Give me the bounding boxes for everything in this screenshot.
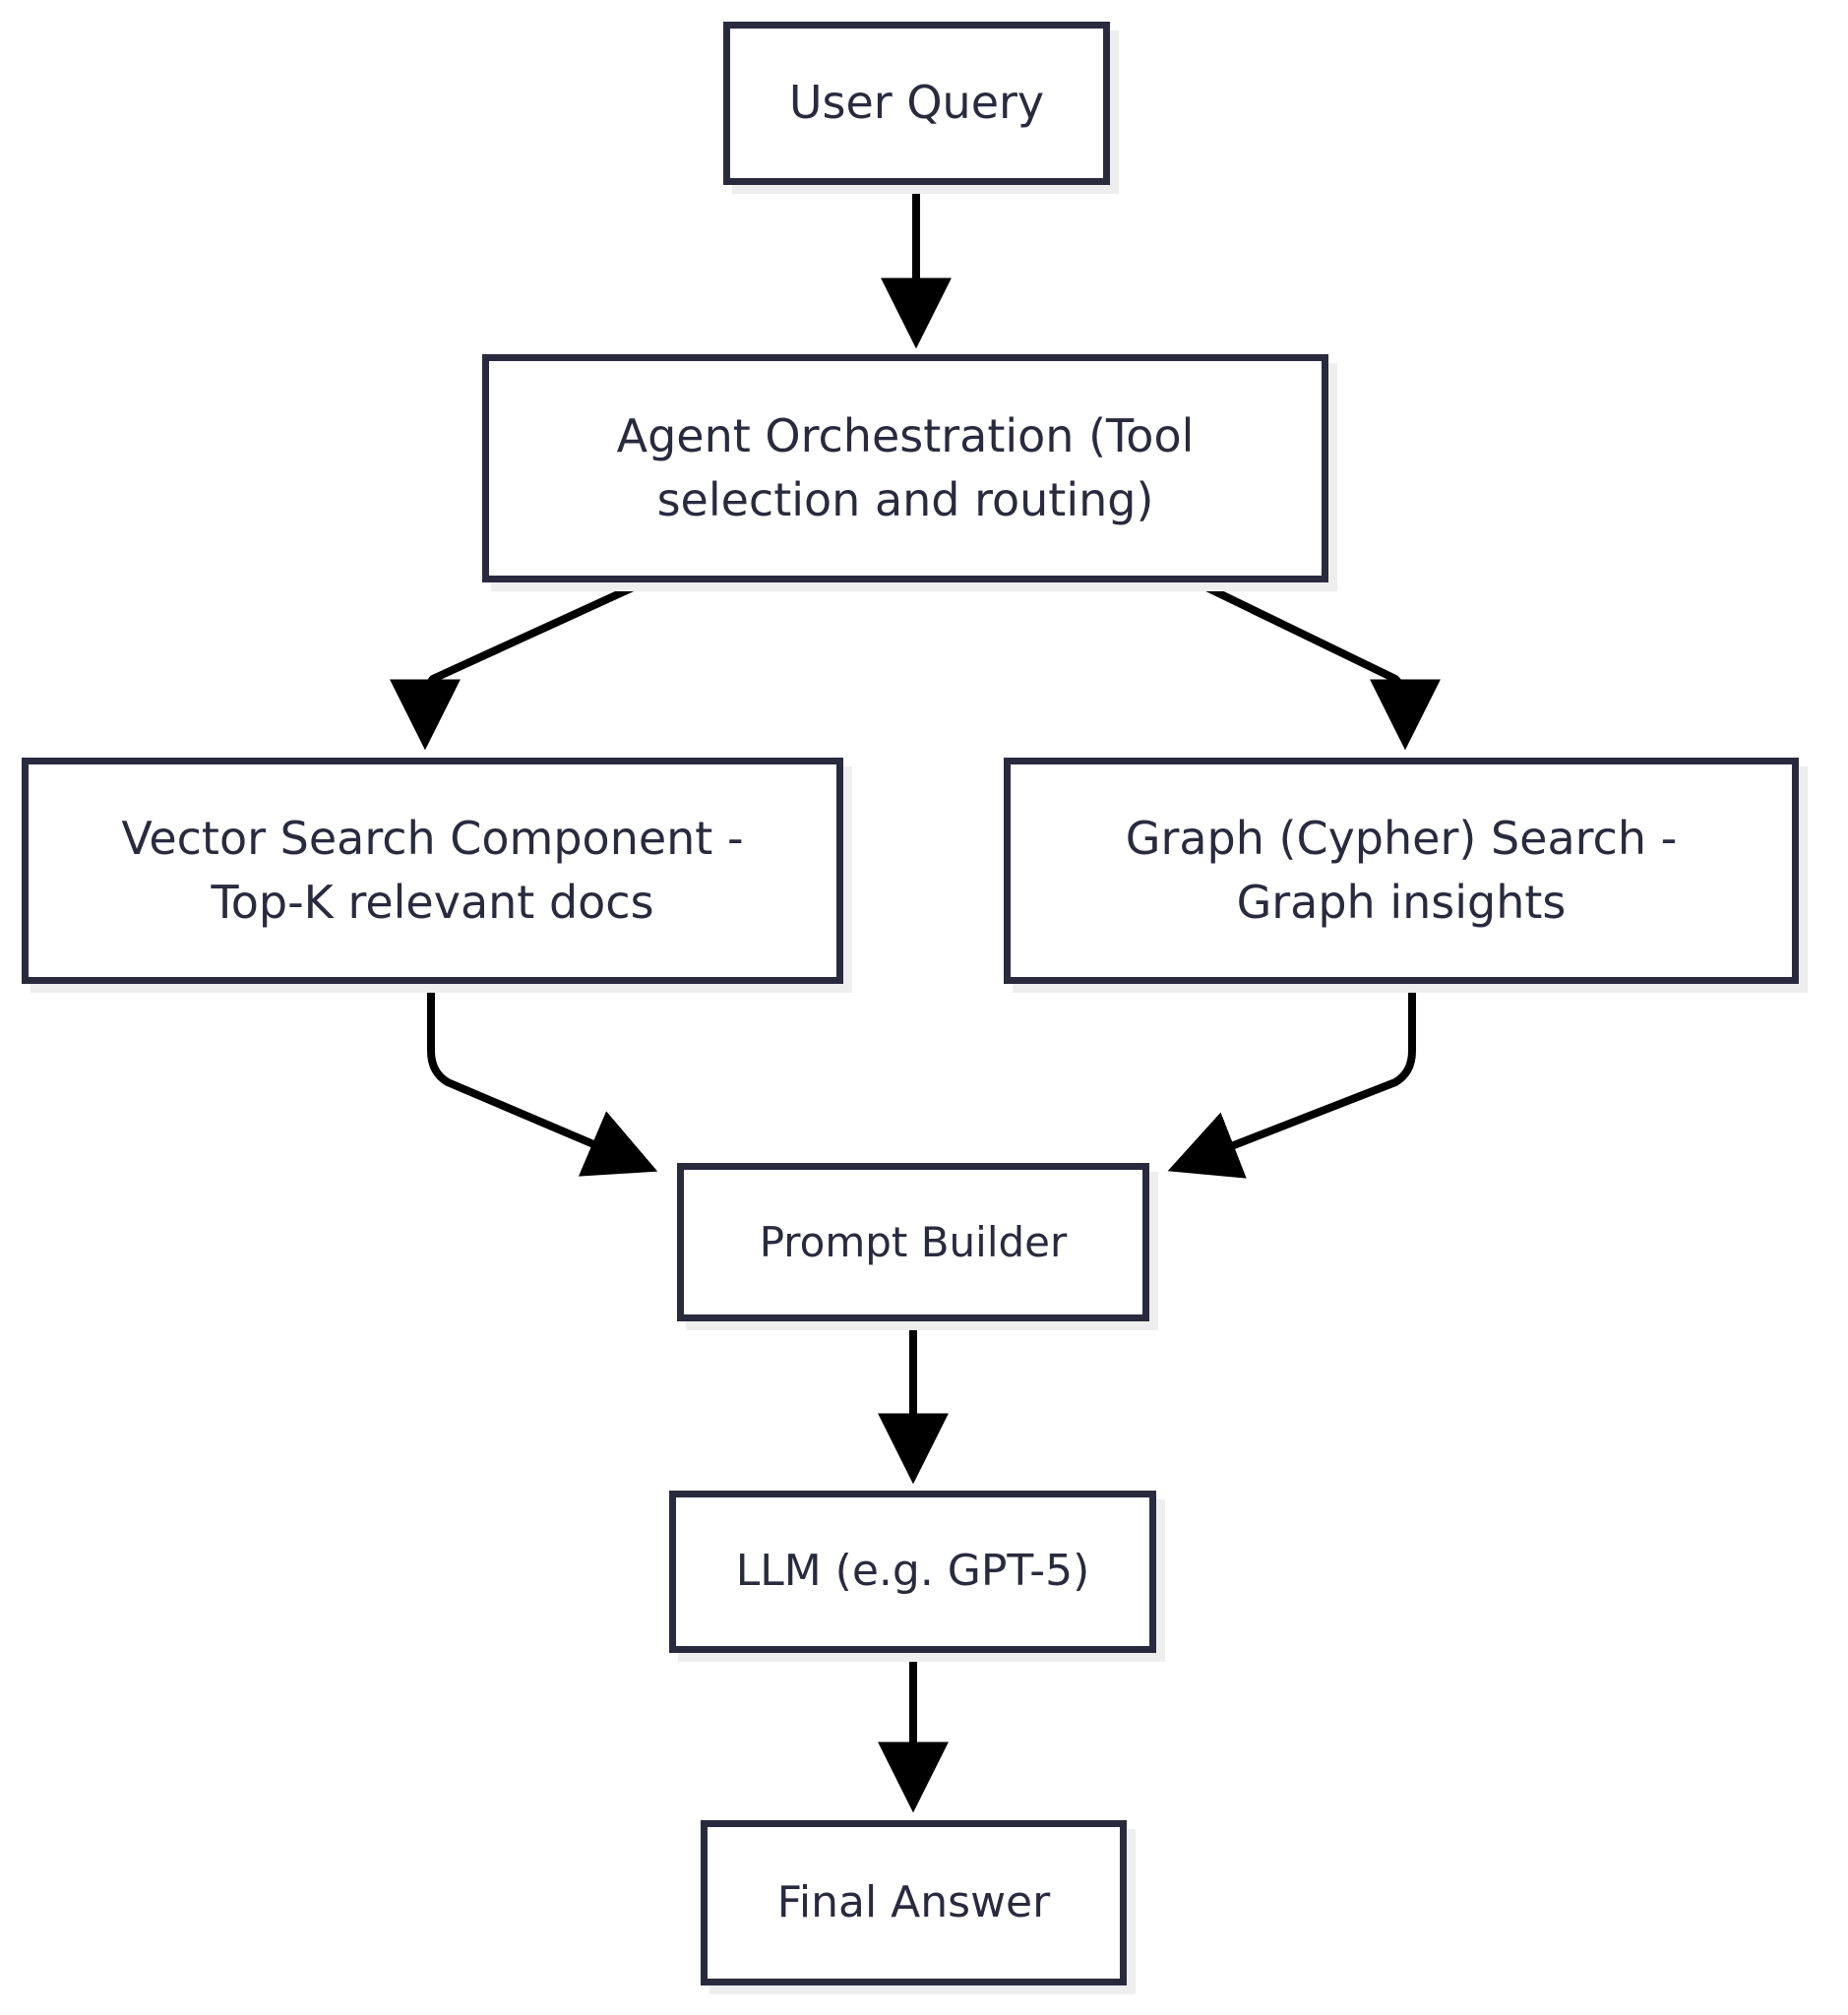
node-user-query[interactable]: User Query [723, 22, 1110, 185]
node-graph-search-label: Graph (Cypher) Search - Graph insights [1125, 811, 1678, 929]
node-vector-search[interactable]: Vector Search Component - Top-K relevant… [22, 758, 843, 984]
node-graph-search[interactable]: Graph (Cypher) Search - Graph insights [1004, 758, 1799, 984]
node-final-answer[interactable]: Final Answer [701, 1820, 1127, 1985]
node-vector-search-label: Vector Search Component - Top-K relevant… [121, 811, 744, 929]
edge-graph-search-to-prompt-builder [1167, 986, 1416, 1179]
node-prompt-builder[interactable]: Prompt Builder [677, 1163, 1149, 1321]
node-agent-orchestration-label: Agent Orchestration (Tool selection and … [616, 408, 1195, 526]
edge-vector-search-to-prompt-builder [427, 986, 658, 1177]
node-agent-orchestration[interactable]: Agent Orchestration (Tool selection and … [482, 354, 1328, 582]
edge-agent-to-graph-search [1199, 580, 1441, 751]
node-llm-label: LLM (e.g. GPT-5) [735, 1546, 1090, 1597]
node-user-query-label: User Query [788, 76, 1045, 130]
edge-agent-to-vector-search [390, 580, 642, 751]
node-final-answer-label: Final Answer [776, 1876, 1051, 1927]
node-llm[interactable]: LLM (e.g. GPT-5) [669, 1491, 1156, 1653]
node-prompt-builder-label: Prompt Builder [759, 1217, 1068, 1266]
